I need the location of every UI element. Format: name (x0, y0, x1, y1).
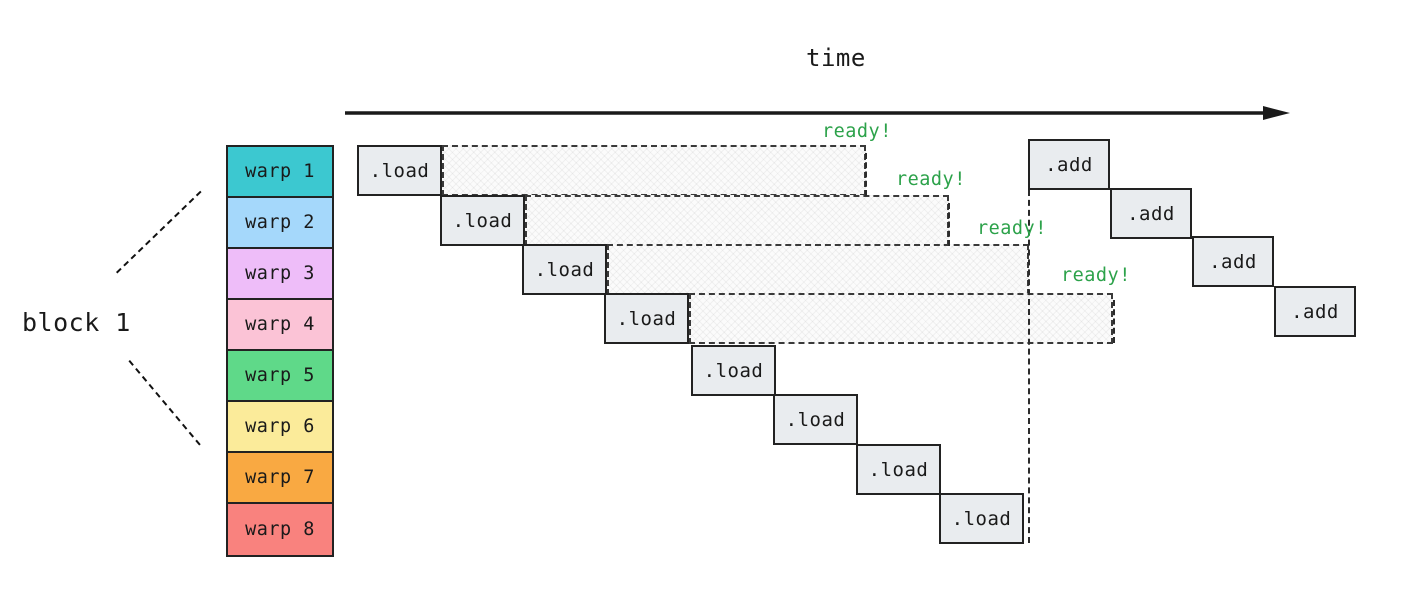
warp-label: warp 5 (245, 365, 315, 386)
latency-region-warp-4 (689, 293, 1113, 344)
ready-callout-warp-1: ready! (822, 121, 892, 142)
drop-connector-4 (1113, 300, 1115, 343)
drop-connector-3 (1028, 190, 1030, 543)
instruction-label: .load (785, 408, 846, 431)
time-axis-label: time (806, 44, 866, 72)
load-instruction-warp-2[interactable]: .load (440, 195, 525, 246)
warp-cell-2[interactable]: warp 2 (228, 198, 332, 249)
warp-label: warp 6 (245, 416, 315, 437)
warp-label: warp 2 (245, 212, 315, 233)
add-instruction-warp-1[interactable]: .add (1028, 139, 1110, 190)
load-instruction-warp-8[interactable]: .load (939, 493, 1024, 544)
load-instruction-warp-3[interactable]: .load (522, 244, 607, 295)
instruction-label: .load (369, 159, 430, 182)
instruction-label: .add (1127, 202, 1175, 225)
instruction-label: .add (1291, 300, 1339, 323)
add-instruction-warp-4[interactable]: .add (1274, 286, 1356, 337)
warp-stack: warp 1 warp 2 warp 3 warp 4 warp 5 warp 6 warp… (226, 145, 334, 557)
add-instruction-warp-3[interactable]: .add (1192, 236, 1274, 287)
latency-region-warp-1 (442, 145, 866, 196)
latency-region-warp-2 (525, 195, 949, 246)
warp-label: warp 7 (245, 467, 315, 488)
warp-cell-5[interactable]: warp 5 (228, 351, 332, 402)
brace-leader-lower (128, 360, 201, 446)
warp-cell-3[interactable]: warp 3 (228, 249, 332, 300)
instruction-label: .load (951, 507, 1012, 530)
load-instruction-warp-5[interactable]: .load (691, 345, 776, 396)
instruction-label: .add (1209, 250, 1257, 273)
load-instruction-warp-1[interactable]: .load (357, 145, 442, 196)
warp-label: warp 3 (245, 263, 315, 284)
load-instruction-warp-4[interactable]: .load (604, 293, 689, 344)
drop-connector-1 (865, 153, 867, 196)
instruction-label: .load (616, 307, 677, 330)
brace-leader-upper (116, 190, 202, 274)
time-axis-arrow (345, 105, 1290, 120)
block-label: block 1 (22, 308, 131, 337)
ready-callout-warp-2: ready! (896, 169, 966, 190)
warp-cell-1[interactable]: warp 1 (228, 147, 332, 198)
instruction-label: .load (868, 458, 929, 481)
drop-connector-2 (948, 203, 950, 246)
instruction-label: .load (452, 209, 513, 232)
warp-cell-7[interactable]: warp 7 (228, 453, 332, 504)
warp-cell-4[interactable]: warp 4 (228, 300, 332, 351)
load-instruction-warp-7[interactable]: .load (856, 444, 941, 495)
warp-label: warp 8 (245, 519, 315, 540)
instruction-label: .add (1045, 153, 1093, 176)
instruction-label: .load (534, 258, 595, 281)
warp-cell-8[interactable]: warp 8 (228, 504, 332, 555)
ready-callout-warp-4: ready! (1061, 265, 1131, 286)
load-instruction-warp-6[interactable]: .load (773, 394, 858, 445)
warp-label: warp 1 (245, 161, 315, 182)
latency-region-warp-3 (607, 244, 1029, 295)
warp-cell-6[interactable]: warp 6 (228, 402, 332, 453)
instruction-label: .load (703, 359, 764, 382)
warp-label: warp 4 (245, 314, 315, 335)
ready-callout-warp-3: ready! (977, 218, 1047, 239)
add-instruction-warp-2[interactable]: .add (1110, 188, 1192, 239)
